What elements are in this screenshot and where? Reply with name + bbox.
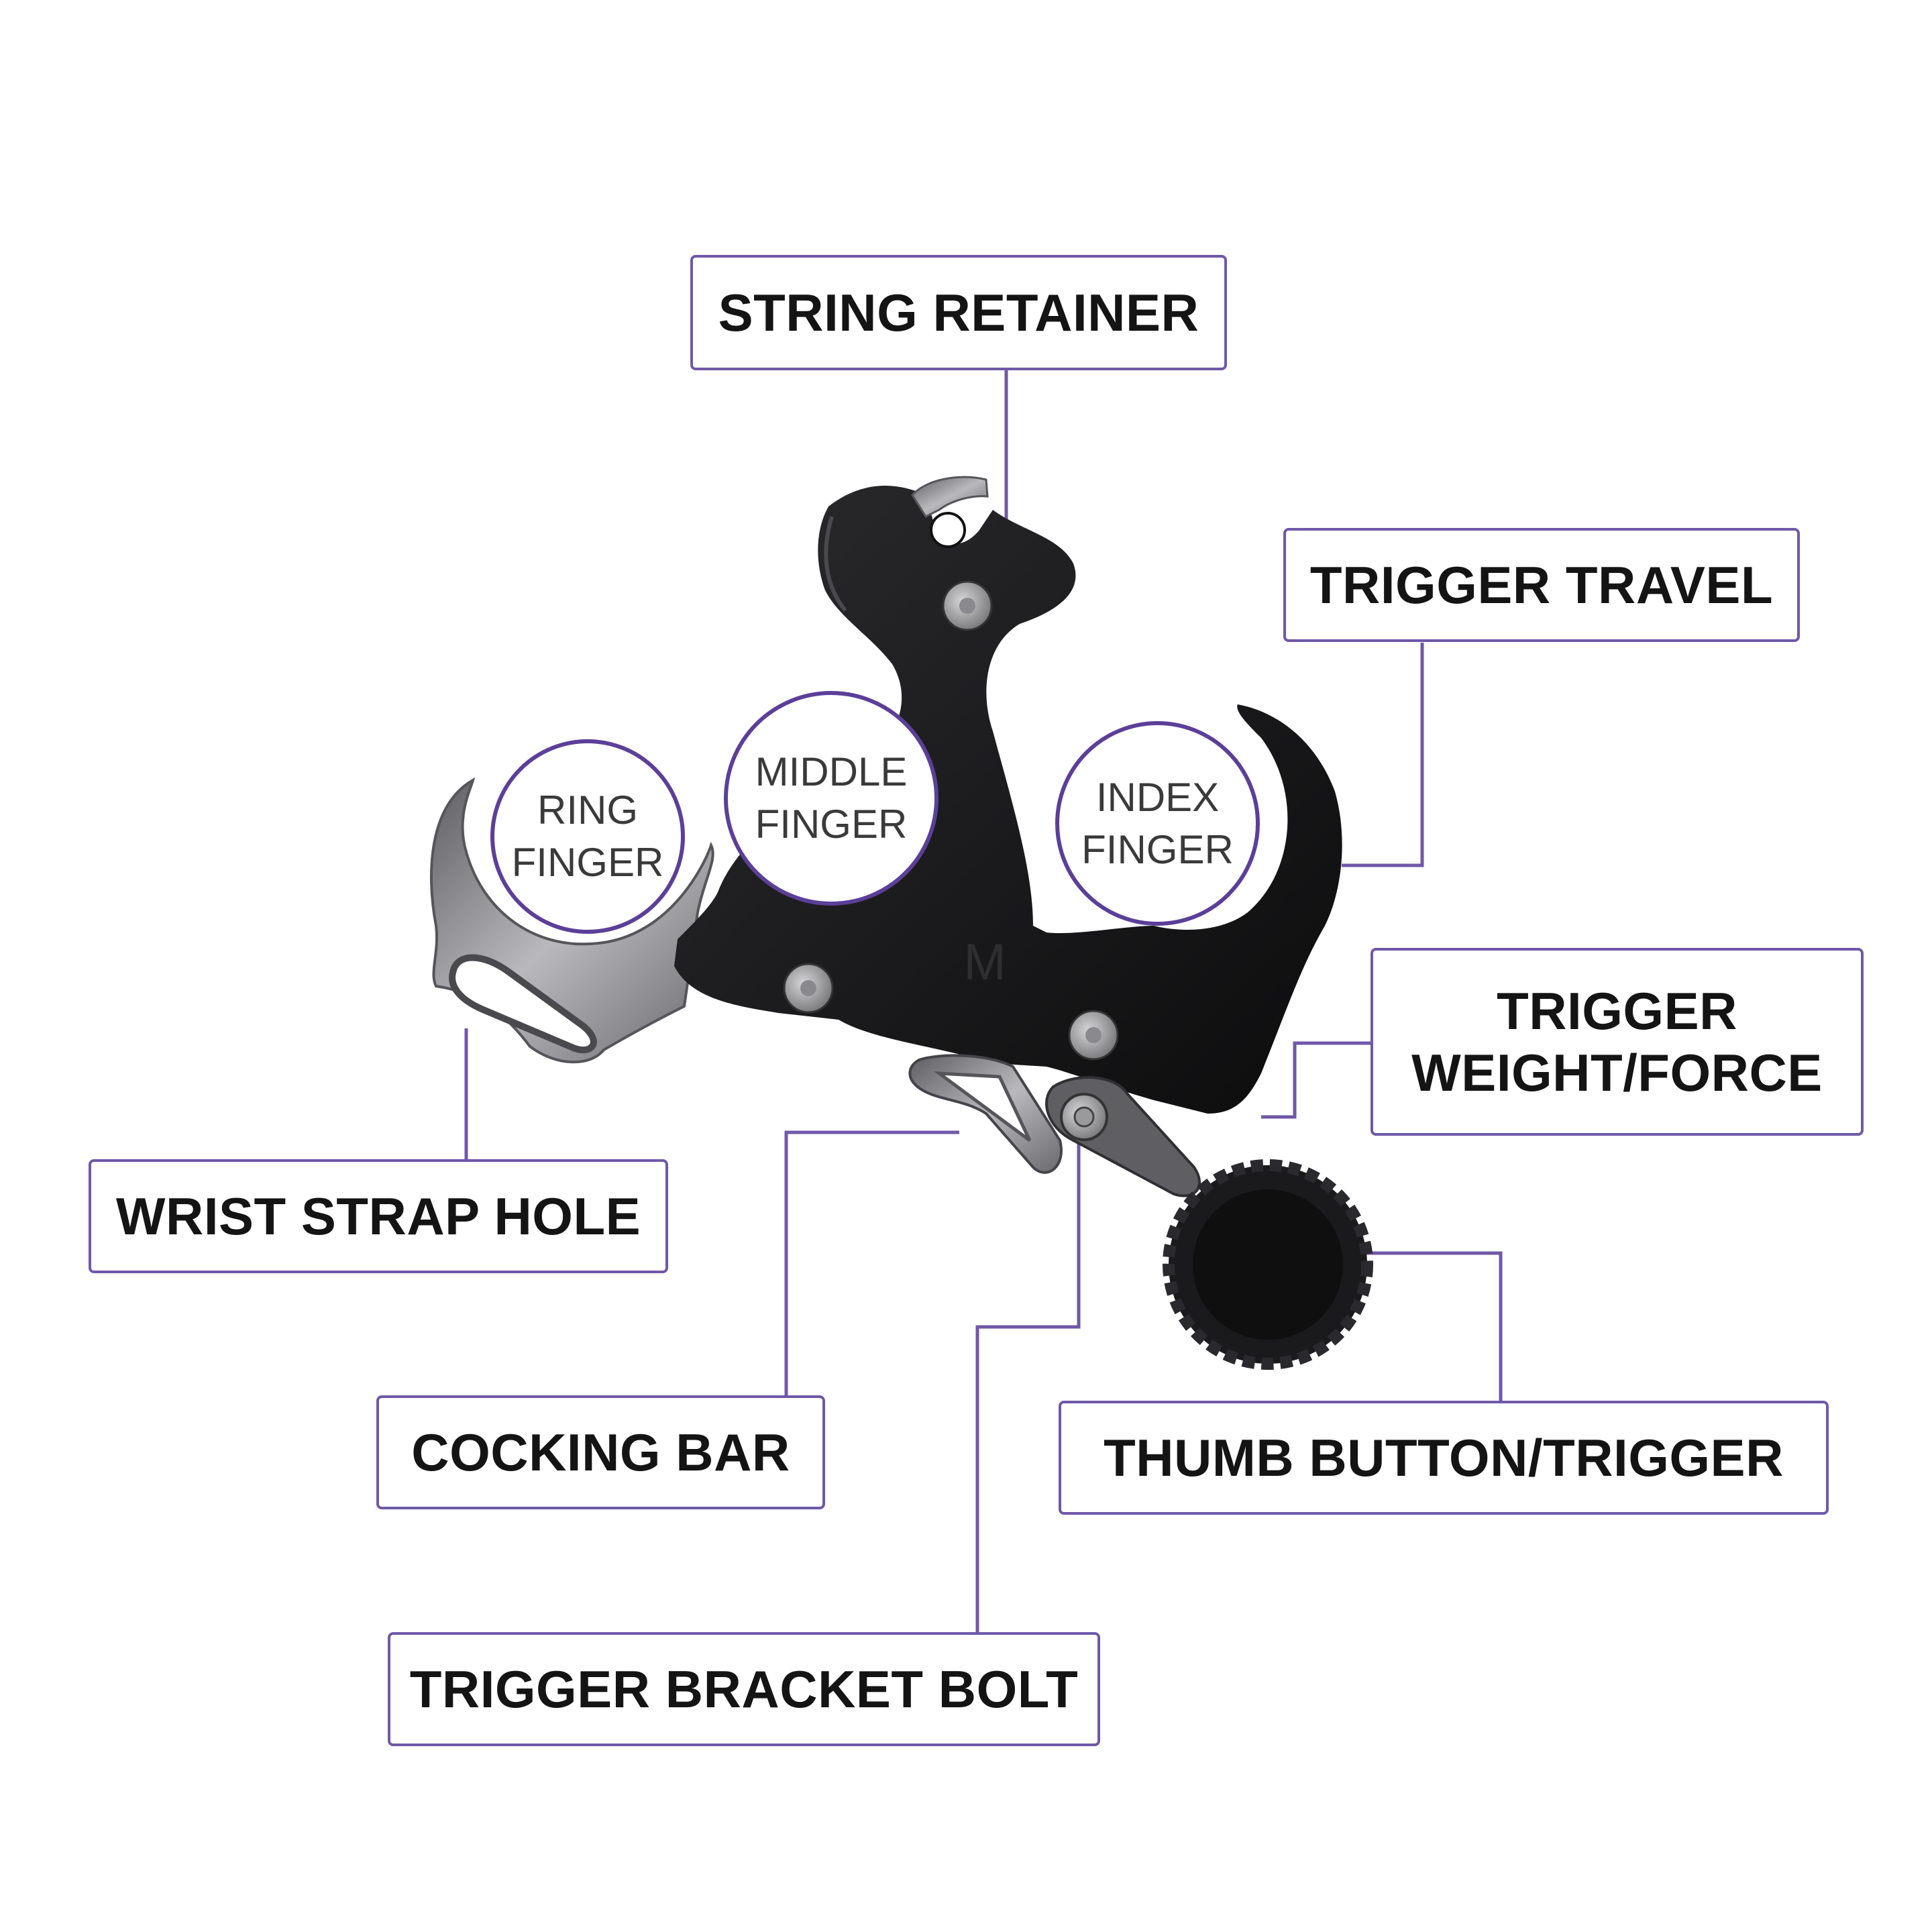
middle-finger-label-line1: MIDDLE [755,749,908,794]
index-finger-label-line2: FINGER [1081,826,1234,872]
wrist-strap-hole [449,954,597,1054]
thumb-button-face [1193,1189,1343,1340]
ring-finger-circle: RING FINGER [490,739,685,934]
leader-trigger-weight [1261,1041,1372,1119]
label-trigger-bracket-bolt: TRIGGER BRACKET BOLT [388,1632,1100,1746]
leader-thumb-button [1363,1251,1503,1402]
string-retainer-opening [930,512,966,548]
index-finger-circle: INDEX FINGER [1055,721,1260,926]
ring-finger-label-line1: RING [537,788,638,833]
middle-finger-circle: MIDDLE FINGER [724,691,938,906]
leader-trigger-bracket-bolt [975,1124,1081,1633]
label-string-retainer: STRING RETAINER [690,255,1227,370]
leader-lines [464,370,1503,1633]
logo-mark: M [963,934,1006,991]
label-thumb-button-trigger: THUMB BUTTON/TRIGGER [1059,1401,1829,1515]
leader-trigger-travel [1342,643,1424,867]
index-finger-label-line1: INDEX [1095,774,1220,820]
ring-finger-label-line2: FINGER [511,840,664,885]
label-wrist-strap-hole: WRIST STRAP HOLE [89,1159,668,1273]
label-trigger-weight-force: TRIGGER WEIGHT/FORCE [1371,948,1864,1136]
label-cocking-bar: COCKING BAR [376,1395,825,1509]
cocking-bar-part [908,1054,1063,1174]
leader-cocking-bar [784,1130,959,1395]
label-trigger-travel: TRIGGER TRAVEL [1283,528,1800,642]
release-body [674,485,1342,1114]
middle-finger-label-line2: FINGER [755,802,908,847]
string-retainer-hook [911,476,989,518]
